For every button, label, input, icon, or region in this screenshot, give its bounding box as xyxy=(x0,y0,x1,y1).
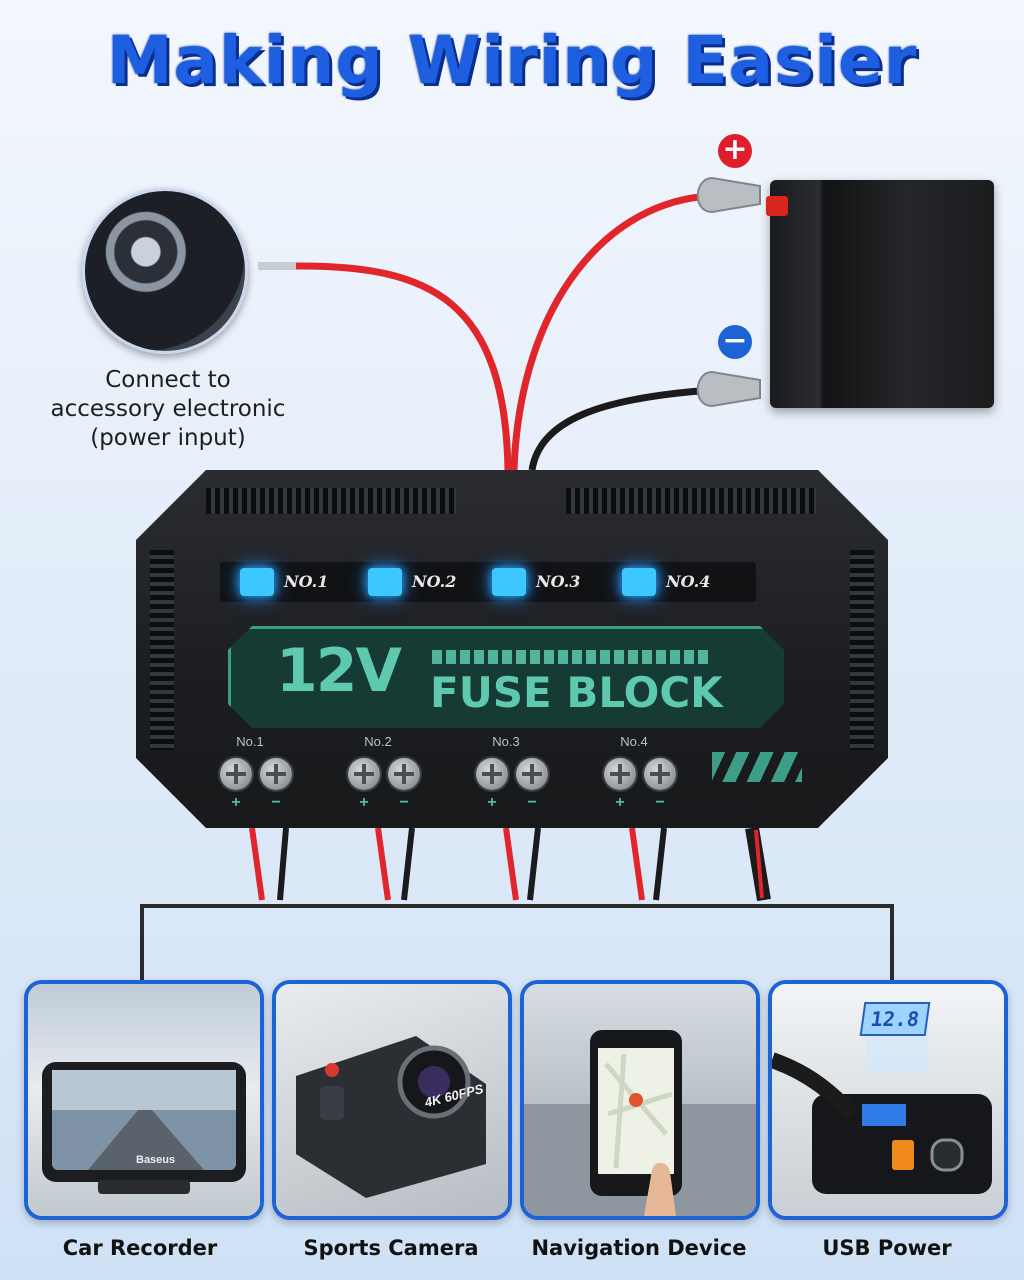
channel-label: No.2 xyxy=(364,734,392,749)
polarity-plus: + xyxy=(359,794,369,811)
led-icon xyxy=(622,568,656,596)
screw-terminal-icon xyxy=(260,758,292,790)
ignition-key-photo xyxy=(82,188,248,354)
voltage-display: 12.8 xyxy=(859,1002,931,1036)
input-caption-line: Connect to xyxy=(105,367,231,393)
vent-grille xyxy=(206,488,456,514)
output-bus-line xyxy=(140,904,894,982)
input-caption-line: (power input) xyxy=(90,425,246,451)
polarity-plus: + xyxy=(487,794,497,811)
screw-terminal-icon xyxy=(220,758,252,790)
label-panel-background xyxy=(228,626,784,728)
channel-label: No.4 xyxy=(620,734,648,749)
brand-label: Baseus xyxy=(136,1154,176,1166)
input-wire xyxy=(262,262,512,471)
screw-terminal-icon xyxy=(348,758,380,790)
led-icon xyxy=(368,568,402,596)
device-caption: Navigation Device xyxy=(531,1236,747,1260)
slash-decoration xyxy=(712,752,802,782)
indicator-label: NO.4 xyxy=(666,572,711,591)
channel-no3: No.3 + − xyxy=(476,732,572,812)
speed-lines-decoration xyxy=(432,650,712,664)
indicator-label: NO.3 xyxy=(536,572,581,591)
negative-ring-terminal xyxy=(696,370,761,408)
led-icon xyxy=(492,568,526,596)
input-caption-line: accessory electronic xyxy=(50,396,286,422)
car-recorder-icon xyxy=(42,1062,246,1194)
channel-label: No.1 xyxy=(236,734,264,749)
sports-camera-icon xyxy=(296,1036,486,1198)
positive-wire xyxy=(510,192,713,471)
battery xyxy=(770,180,994,408)
output-wires xyxy=(249,826,771,902)
screw-terminal-icon xyxy=(516,758,548,790)
device-caption: Sports Camera xyxy=(303,1236,479,1260)
fuse-block-title: FUSE BLOCK xyxy=(430,668,723,717)
vent-grille xyxy=(566,488,816,514)
device-card-car-recorder: Baseus xyxy=(24,980,264,1220)
fuse-block: NO.1 NO.2 NO.3 NO.4 12V FUSE BLOCK No.1 … xyxy=(136,470,888,828)
vent-grille xyxy=(150,550,174,750)
indicator-label: NO.2 xyxy=(412,572,457,591)
polarity-minus: − xyxy=(399,794,409,811)
label-panel-border xyxy=(228,626,784,728)
screw-terminal-icon xyxy=(476,758,508,790)
sports-camera-photo: 4K 60FPS xyxy=(276,984,508,1216)
indicator-strip: NO.1 NO.2 NO.3 NO.4 xyxy=(220,562,756,602)
vent-grille xyxy=(850,550,874,750)
polarity-plus: + xyxy=(615,794,625,811)
device-caption: USB Power xyxy=(822,1236,952,1260)
usb-power-photo: 12.8 xyxy=(772,984,1004,1216)
negative-wire xyxy=(528,386,713,471)
device-card-navigation-device xyxy=(520,980,760,1220)
input-caption: Connect to accessory electronic (power i… xyxy=(30,366,306,453)
device-card-sports-camera: 4K 60FPS xyxy=(272,980,512,1220)
screw-terminal-icon xyxy=(644,758,676,790)
device-caption: Car Recorder xyxy=(62,1236,218,1260)
voltage-label: 12V xyxy=(276,636,402,706)
screw-terminal-icon xyxy=(388,758,420,790)
negative-sign-icon: − xyxy=(718,325,752,359)
positive-sign-icon: + xyxy=(718,134,752,168)
led-icon xyxy=(240,568,274,596)
headline: Making Wiring Easier xyxy=(106,22,918,99)
polarity-minus: − xyxy=(271,794,281,811)
car-recorder-photo: Baseus xyxy=(28,984,260,1216)
polarity-minus: − xyxy=(527,794,537,811)
indicator-label: NO.1 xyxy=(284,572,329,591)
navigation-device-photo xyxy=(524,984,756,1216)
battery-terminal xyxy=(766,196,788,216)
channel-no1: No.1 + − xyxy=(220,732,316,812)
input-wire-tip xyxy=(258,262,296,270)
screw-terminal-icon xyxy=(604,758,636,790)
navigation-device-icon xyxy=(524,1030,756,1216)
device-card-usb-power: 12.8 xyxy=(768,980,1008,1220)
positive-ring-terminal xyxy=(696,176,761,214)
polarity-plus: + xyxy=(231,794,241,811)
channel-no4: No.4 + − xyxy=(604,732,700,812)
channel-label: No.3 xyxy=(492,734,520,749)
channel-no2: No.2 + − xyxy=(348,732,444,812)
polarity-minus: − xyxy=(655,794,665,811)
